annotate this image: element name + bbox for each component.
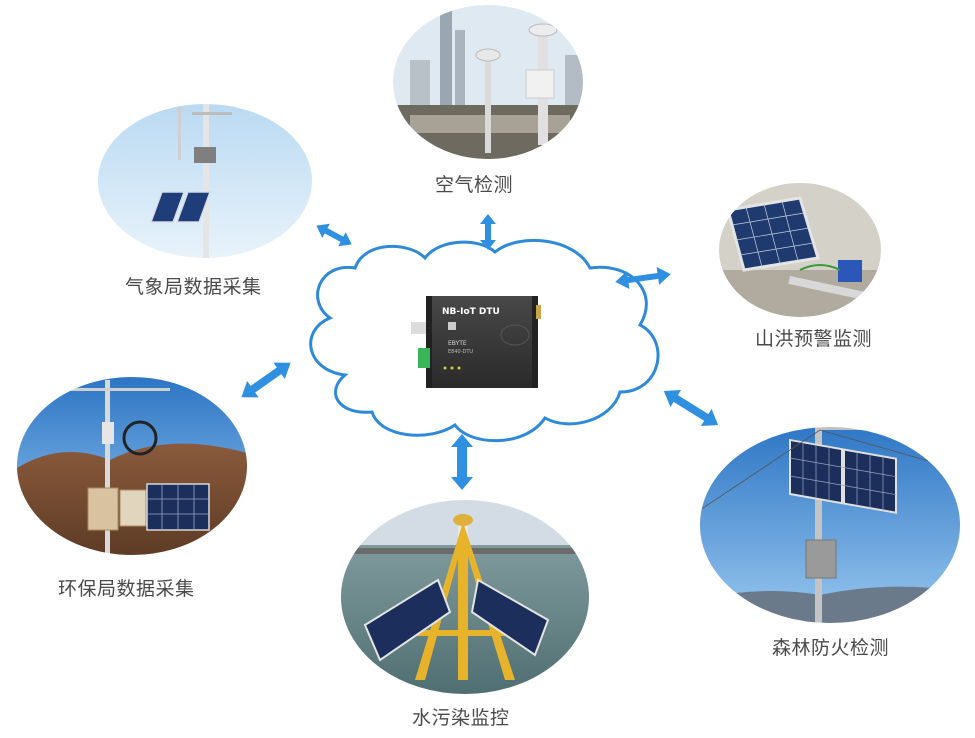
device-brand: EBYTE: [448, 340, 467, 347]
dtu-device-icon: NB-IoT DTU EBYTE E840-DTU: [411, 296, 541, 388]
label-water-pollution-monitoring: 水污染监控: [412, 707, 510, 729]
water-buoy-photo: [339, 498, 591, 696]
weather-station-photo: [96, 102, 314, 260]
arrow-weather: [316, 223, 352, 247]
arrow-forest: [663, 389, 719, 427]
connection-arrows: [241, 214, 719, 490]
label-flood-warning: 山洪预警监测: [755, 328, 873, 350]
arrow-flood: [615, 266, 671, 290]
air-quality-station-photo: [391, 3, 585, 161]
environmental-station-photo: [15, 375, 249, 557]
label-weather-data-collection: 气象局数据采集: [125, 276, 262, 298]
label-air-monitoring: 空气检测: [435, 174, 514, 196]
solar-panel-sensor-photo: [717, 181, 883, 319]
arrow-env: [241, 362, 291, 398]
device-model: E840-DTU: [448, 349, 473, 355]
label-forest-fire-detection: 森林防火检测: [772, 637, 890, 659]
device-title: NB-IoT DTU: [442, 307, 500, 317]
arrow-water: [451, 434, 473, 490]
device-logo-icon: [448, 322, 456, 330]
arrow-air: [480, 214, 496, 250]
label-env-data-collection: 环保局数据采集: [58, 578, 195, 600]
solar-pole-photo: [698, 425, 962, 625]
